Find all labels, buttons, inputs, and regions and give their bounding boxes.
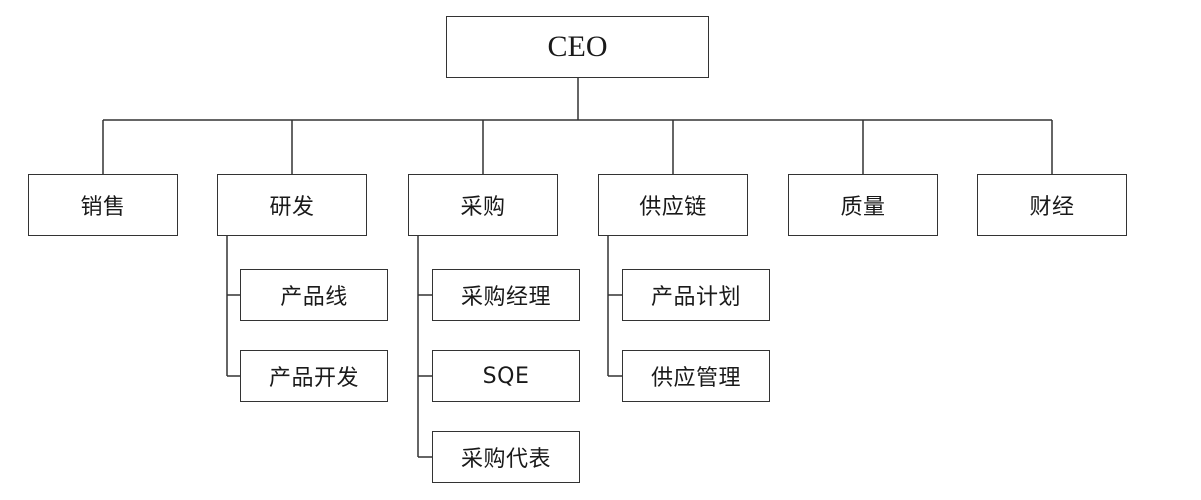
node-product-development: 产品开发 [240,350,388,402]
node-rnd: 研发 [217,174,367,236]
node-sqe: SQE [432,350,580,402]
node-rnd-label: 研发 [269,195,315,220]
node-finance-label: 财经 [1029,195,1075,220]
node-purchasing-manager-label: 采购经理 [460,285,551,310]
node-product-planning-label: 产品计划 [650,285,741,310]
node-procurement-label: 采购 [460,195,506,220]
node-product-line: 产品线 [240,269,388,321]
node-product-planning: 产品计划 [622,269,770,321]
node-supply-chain: 供应链 [598,174,748,236]
node-purchasing-representative: 采购代表 [432,431,580,483]
node-purchasing-representative-label: 采购代表 [460,447,551,472]
node-quality: 质量 [788,174,938,236]
node-quality-label: 质量 [840,195,886,220]
node-product-line-label: 产品线 [280,285,348,310]
node-sqe-label: SQE [482,363,530,389]
node-sales-label: 销售 [80,195,126,220]
node-supply-management: 供应管理 [622,350,770,402]
node-supply-management-label: 供应管理 [650,366,741,391]
node-finance: 财经 [977,174,1127,236]
node-ceo-label: CEO [547,30,608,63]
node-ceo: CEO [446,16,709,78]
node-procurement: 采购 [408,174,558,236]
node-sales: 销售 [28,174,178,236]
node-purchasing-manager: 采购经理 [432,269,580,321]
node-supply-chain-label: 供应链 [639,195,707,220]
node-product-development-label: 产品开发 [268,366,359,391]
